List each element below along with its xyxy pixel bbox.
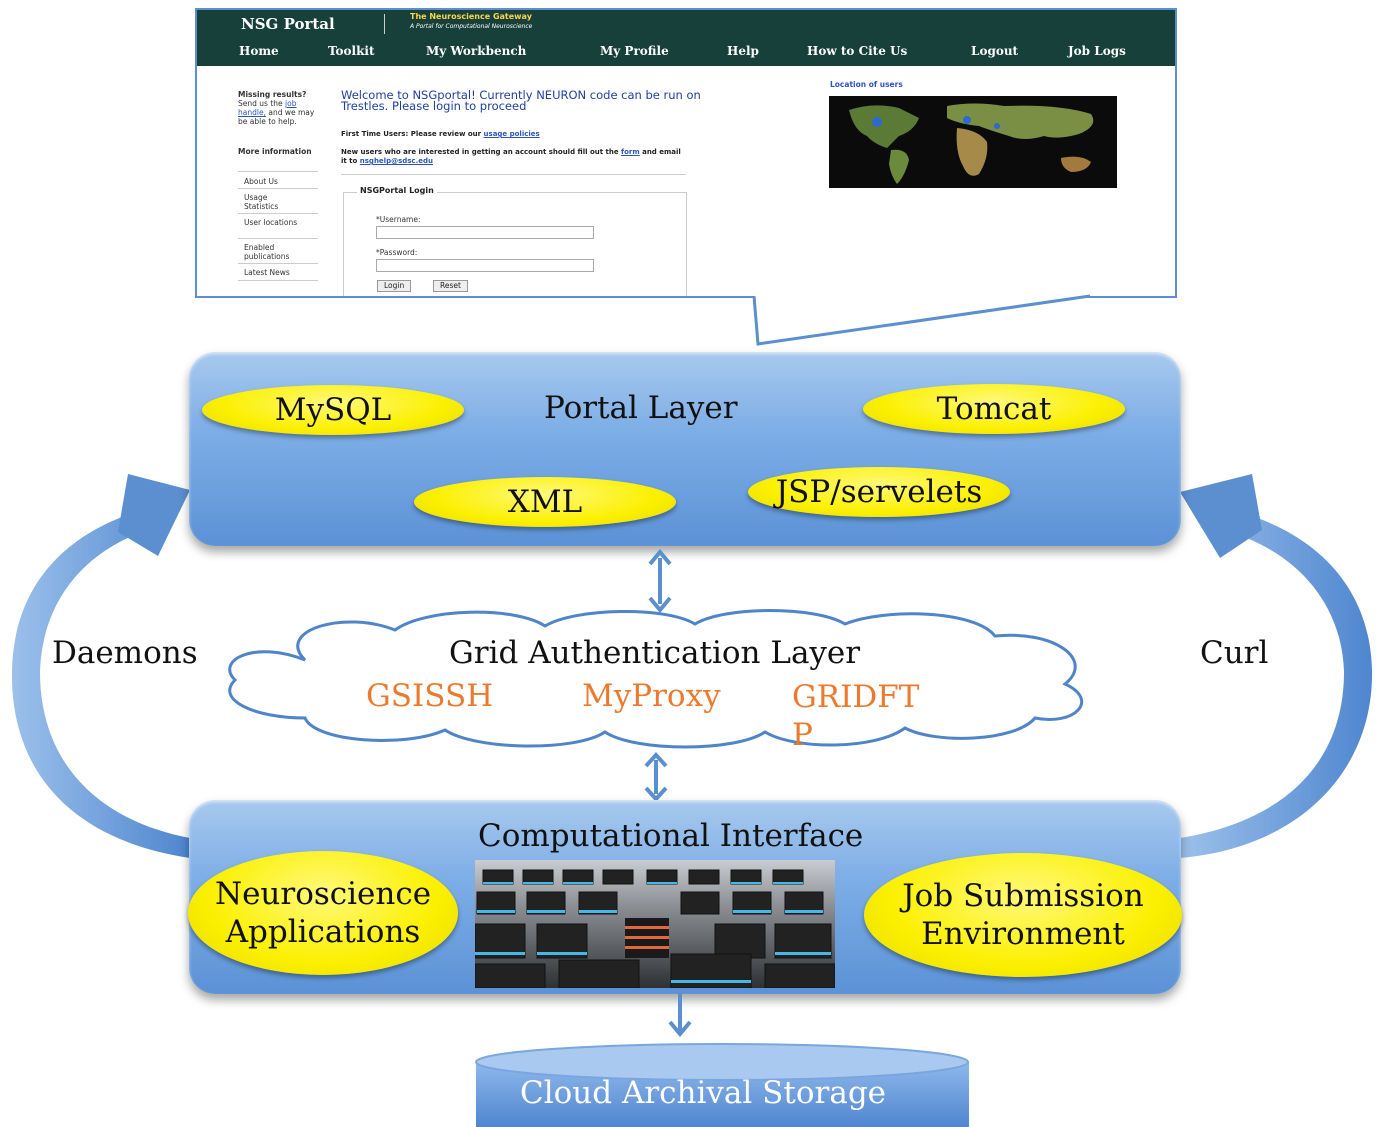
sidebar-divider (238, 263, 318, 264)
new-users-notice: New users who are interested in getting … (341, 148, 686, 166)
sidebar-divider (238, 171, 318, 172)
sidebar-divider (238, 238, 318, 239)
nav-my-workbench[interactable]: My Workbench (426, 44, 527, 58)
mysql-ellipse: MySQL (202, 385, 464, 435)
password-input[interactable] (376, 259, 594, 272)
job-submission-ellipse: Job Submission Environment (864, 853, 1182, 977)
portal-grid-double-arrow (648, 548, 672, 614)
portal-header: NSG Portal The Neuroscience Gateway A Po… (197, 10, 1175, 66)
nav-toolkit[interactable]: Toolkit (328, 44, 375, 58)
portal-tagline-sub: A Portal for Computational Neuroscience (410, 23, 533, 30)
grid-compute-double-arrow (644, 752, 668, 802)
nav-logout[interactable]: Logout (971, 44, 1019, 58)
sidebar-missing-text1: Send us the (238, 99, 283, 108)
sidebar-more-title: More information (238, 147, 312, 156)
daemons-arrow-body (11, 510, 190, 858)
server-farm-image (475, 860, 835, 988)
xml-label: XML (507, 484, 583, 520)
sidebar-about-us[interactable]: About Us (244, 177, 278, 186)
login-box (343, 192, 687, 296)
curl-arrow-head (1180, 474, 1262, 558)
usage-policies-link[interactable]: usage policies (483, 130, 540, 138)
callout-pointer (752, 294, 1091, 346)
mysql-label: MySQL (274, 392, 392, 428)
sidebar-missing: Missing results? Send us the job handle,… (238, 90, 322, 126)
sidebar-divider (238, 280, 318, 281)
map-title: Location of users (830, 80, 903, 89)
grid-auth-cloud (228, 609, 1084, 749)
login-title: NSGPortal Login (357, 186, 437, 195)
myproxy-label: MyProxy (582, 678, 721, 714)
sidebar-missing-text2: and we may be able to help. (238, 108, 315, 126)
curl-label: Curl (1200, 635, 1269, 671)
jsp-servelets-ellipse: JSP/servelets (748, 467, 1010, 517)
nav-home[interactable]: Home (239, 44, 279, 58)
portal-layer-title: Portal Layer (544, 390, 738, 426)
welcome-message: Welcome to NSGportal! Currently NEURON c… (341, 88, 701, 113)
side-arrows (11, 474, 1373, 858)
gridftp-label: GRIDFTP (792, 679, 920, 753)
portal-layer-box (189, 352, 1181, 546)
portal-tagline: The Neuroscience Gateway (410, 12, 532, 21)
world-map-image (829, 96, 1117, 188)
login-button[interactable]: Login (377, 280, 412, 292)
support-email-link[interactable]: nsghelp@sdsc.edu (359, 157, 433, 165)
sidebar-latest-news[interactable]: Latest News (244, 268, 290, 277)
computational-interface-title: Computational Interface (478, 818, 864, 854)
first-time-text: First Time Users: Please review our (341, 130, 482, 138)
sidebar-enabled-publications[interactable]: Enabled publications (244, 243, 290, 261)
tomcat-label: Tomcat (936, 391, 1052, 427)
grid-auth-title: Grid Authentication Layer (449, 635, 861, 671)
nav-how-to-cite[interactable]: How to Cite Us (807, 44, 908, 58)
job-submission-label: Job Submission Environment (902, 878, 1144, 952)
brand-divider (384, 14, 385, 34)
new-users-text1: New users who are interested in getting … (341, 148, 619, 156)
nav-my-profile[interactable]: My Profile (600, 44, 669, 58)
cloud-archival-storage-cylinder (475, 1043, 969, 1127)
neuroscience-applications-ellipse: Neuroscience Applications (188, 851, 458, 975)
nav-help[interactable]: Help (727, 44, 759, 58)
username-label: *Username: (376, 215, 421, 224)
daemons-label: Daemons (52, 635, 198, 671)
daemons-arrow-head (118, 474, 190, 556)
sidebar-divider (238, 213, 318, 214)
curl-arrow-body (1180, 512, 1373, 858)
nav-job-logs[interactable]: Job Logs (1068, 44, 1126, 58)
cloud-archival-storage-label: Cloud Archival Storage (520, 1075, 887, 1111)
password-label: *Password: (376, 248, 418, 257)
sidebar-user-locations[interactable]: User locations (244, 218, 298, 227)
sidebar-divider (238, 188, 318, 189)
sidebar-usage-statistics[interactable]: Usage Statistics (244, 193, 279, 211)
storage-down-arrow (668, 992, 692, 1038)
gsissh-label: GSISSH (366, 678, 494, 714)
content-divider (341, 174, 686, 175)
xml-ellipse: XML (414, 477, 676, 527)
jsp-servelets-label: JSP/servelets (775, 474, 983, 510)
reset-button[interactable]: Reset (433, 280, 468, 292)
username-input[interactable] (376, 226, 594, 239)
sidebar-missing-title: Missing results? (238, 90, 307, 99)
new-users-text2: and email it to (341, 148, 681, 165)
form-link[interactable]: form (621, 148, 640, 156)
neuroscience-applications-label: Neuroscience Applications (214, 876, 432, 950)
job-handle-link[interactable]: job handle, (238, 99, 297, 117)
portal-brand[interactable]: NSG Portal (241, 15, 335, 33)
tomcat-ellipse: Tomcat (863, 384, 1125, 434)
portal-screenshot: NSG Portal The Neuroscience Gateway A Po… (195, 8, 1177, 298)
first-time-notice: First Time Users: Please review our usag… (341, 130, 701, 139)
